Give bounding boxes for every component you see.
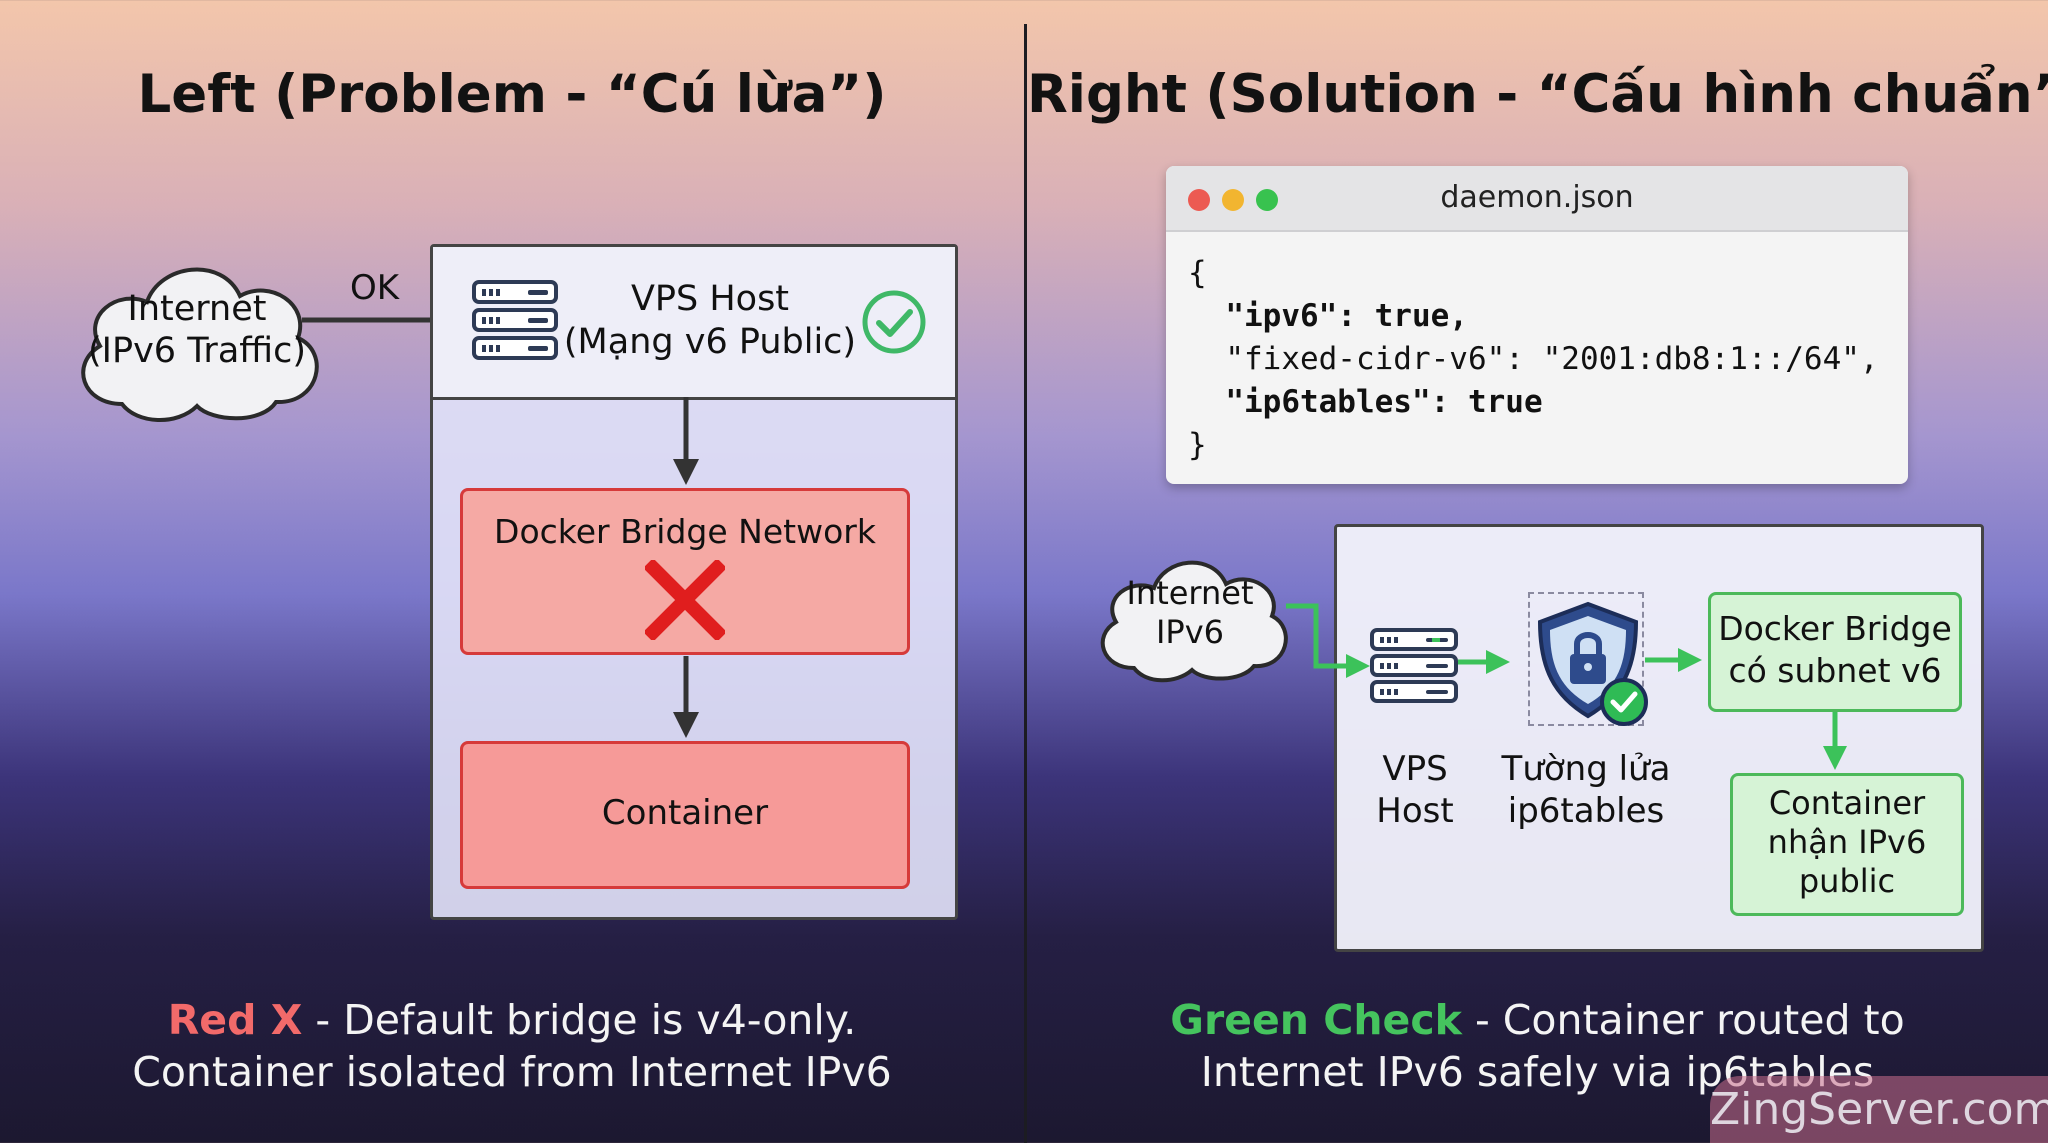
left-caption-line-1: Red X - Default bridge is v4-only. xyxy=(0,994,1024,1046)
watermark: ZingServer.com xyxy=(1710,1076,2048,1143)
cloud-icon xyxy=(81,267,319,422)
right-caption-rest: - Container routed to xyxy=(1461,996,1905,1044)
right-title: Right (Solution - “Cấu hình chuẩn”) xyxy=(1027,64,2048,125)
left-caption-line-2: Container isolated from Internet IPv6 xyxy=(132,1048,892,1096)
container-public-box xyxy=(1730,773,1964,916)
maximize-dot-icon xyxy=(1256,189,1278,211)
vps-line-2: (Mạng v6 Public) xyxy=(563,322,857,362)
center-divider xyxy=(1024,24,1027,1143)
code-key-cidr: "fixed-cidr-v6" xyxy=(1225,341,1506,377)
server-icon xyxy=(1370,628,1458,703)
docker-bridge-v6-box xyxy=(1708,592,1962,712)
red-x-icon xyxy=(645,560,725,640)
right-caption-line-1: Green Check - Container routed to xyxy=(1027,994,2048,1046)
ok-label: OK xyxy=(350,268,400,308)
bridge-line-2: có subnet v6 xyxy=(1728,651,1942,690)
code-window: daemon.json { "ipv6": true, "fixed-cidr-… xyxy=(1166,166,1908,484)
arrow-down-icon xyxy=(673,656,699,738)
firewall-label: Tường lửa ip6tables xyxy=(1480,748,1692,832)
docker-bridge-label: Docker Bridge Network xyxy=(494,512,876,551)
code-line-ipv6: "ipv6": true, xyxy=(1188,295,1908,338)
code-close-brace: } xyxy=(1188,427,1207,463)
container-line-1: Container xyxy=(1768,784,1926,822)
left-caption: Red X - Default bridge is v4-only. Conta… xyxy=(0,994,1024,1098)
code-line-ip6tables: "ip6tables": true xyxy=(1188,381,1908,424)
code-body: { "ipv6": true, "fixed-cidr-v6": "2001:d… xyxy=(1166,232,1908,467)
firewall-frame xyxy=(1528,592,1644,726)
cloud-icon xyxy=(1100,560,1288,683)
vps-host-label: VPS Host (Mạng v6 Public) xyxy=(560,278,860,364)
check-circle-icon xyxy=(862,290,926,354)
code-value-cidr: : "2001:db8:1::/64", xyxy=(1505,341,1879,377)
container-box xyxy=(460,741,910,889)
green-check-highlight: Green Check xyxy=(1170,996,1462,1044)
docker-bridge-v6-label: Docker Bridge có subnet v6 xyxy=(1708,608,1962,692)
code-value-ip6tables: : true xyxy=(1430,384,1543,420)
arrow-down-icon xyxy=(673,397,699,485)
docker-bridge-box xyxy=(460,488,910,655)
red-x-highlight: Red X xyxy=(167,996,303,1044)
code-window-titlebar: daemon.json xyxy=(1166,166,1908,232)
cloud-line-2: (IPv6 Traffic) xyxy=(88,331,306,371)
cloud-line-1: Internet xyxy=(127,289,267,329)
code-value-ipv6: : true, xyxy=(1337,298,1468,334)
vps-line-1: VPS Host xyxy=(630,279,790,319)
code-filename: daemon.json xyxy=(1440,180,1634,215)
left-title: Left (Problem - “Cú lừa”) xyxy=(137,64,887,125)
code-line-cidr: "fixed-cidr-v6": "2001:db8:1::/64", xyxy=(1188,338,1908,381)
firewall-line-1: Tường lửa xyxy=(1501,749,1671,789)
shield-lock-icon xyxy=(1537,601,1648,726)
container-label: Container xyxy=(601,793,769,833)
code-key-ip6tables: "ip6tables" xyxy=(1225,384,1431,420)
cloud-line-2: IPv6 xyxy=(1155,613,1225,651)
firewall-line-2: ip6tables xyxy=(1507,791,1665,831)
code-open-brace: { xyxy=(1188,255,1207,291)
internet-ipv6-cloud-label: Internet IPv6 xyxy=(1086,574,1294,652)
left-caption-rest: - Default bridge is v4-only. xyxy=(302,996,857,1044)
container-line-2: nhận IPv6 xyxy=(1767,823,1927,861)
close-dot-icon xyxy=(1188,189,1210,211)
vps-line-2: Host xyxy=(1376,791,1454,831)
green-flow-arrows xyxy=(1286,603,1702,678)
green-arrow-down-icon xyxy=(1823,712,1847,770)
vps-line-1: VPS xyxy=(1382,749,1448,789)
container-public-label: Container nhận IPv6 public xyxy=(1730,784,1964,901)
internet-cloud-label: Internet (IPv6 Traffic) xyxy=(62,288,332,372)
code-key-ipv6: "ipv6" xyxy=(1225,298,1338,334)
vps-host-label: VPS Host xyxy=(1355,748,1475,832)
server-icon xyxy=(472,280,558,360)
bridge-line-1: Docker Bridge xyxy=(1718,609,1952,648)
minimize-dot-icon xyxy=(1222,189,1244,211)
container-line-3: public xyxy=(1798,862,1896,900)
cloud-line-1: Internet xyxy=(1126,574,1254,612)
